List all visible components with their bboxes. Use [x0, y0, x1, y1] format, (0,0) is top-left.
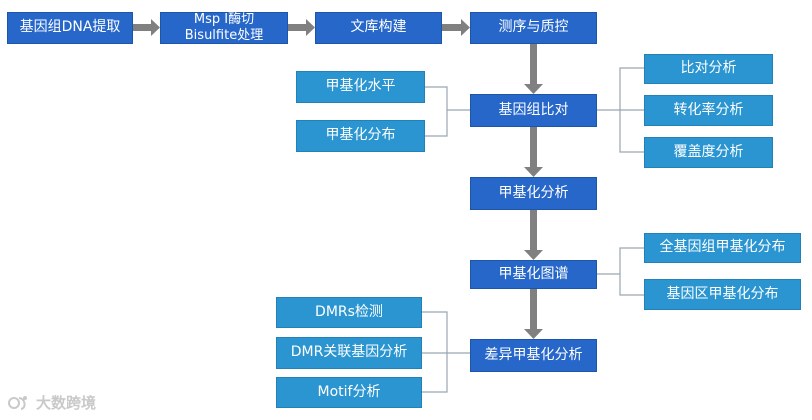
watermark: 大数跨境 — [8, 392, 96, 413]
step-differential-methylation: 差异甲基化分析 — [470, 339, 597, 372]
step-msp-line2: Bisulfite处理 — [184, 28, 264, 43]
step-methylation-map: 甲基化图谱 — [470, 260, 597, 289]
arrow-horizontal — [288, 19, 315, 36]
step-sequencing-qc: 测序与质控 — [470, 12, 597, 44]
bracket-map-right — [597, 247, 644, 296]
methylation-level-box: 甲基化水平 — [296, 71, 425, 103]
watermark-text: 大数跨境 — [36, 394, 97, 412]
step-genome-alignment: 基因组比对 — [470, 94, 597, 127]
step-dna-extraction: 基因组DNA提取 — [7, 12, 133, 44]
coverage-analysis-box: 覆盖度分析 — [644, 137, 773, 168]
arrow-vertical — [524, 210, 543, 260]
step-msp-bisulfite: Msp I酶切 Bisulfite处理 — [160, 12, 288, 44]
step-library-construction: 文库构建 — [315, 12, 442, 44]
dmr-gene-analysis-box: DMR关联基因分析 — [276, 337, 422, 369]
gene-region-methylation-box: 基因区甲基化分布 — [644, 279, 801, 310]
step-methylation-analysis: 甲基化分析 — [470, 177, 597, 210]
arrow-vertical — [524, 289, 543, 339]
dmrs-detection-box: DMRs检测 — [276, 297, 422, 328]
methylation-distribution-box: 甲基化分布 — [296, 120, 425, 152]
arrow-horizontal — [442, 19, 470, 36]
watermark-logo-icon — [8, 395, 27, 410]
bracket-alignment-right — [597, 67, 644, 153]
step-msp-line1: Msp I酶切 — [193, 11, 255, 27]
arrow-vertical — [524, 44, 543, 94]
genome-wide-methylation-box: 全基因组甲基化分布 — [644, 233, 801, 263]
conversion-rate-box: 转化率分析 — [644, 95, 773, 126]
bracket-alignment-left — [425, 86, 470, 137]
arrow-horizontal — [133, 19, 160, 36]
motif-analysis-box: Motif分析 — [276, 377, 422, 408]
arrow-vertical — [524, 127, 543, 177]
alignment-analysis-box: 比对分析 — [644, 54, 773, 84]
bracket-diff-left — [422, 311, 470, 393]
